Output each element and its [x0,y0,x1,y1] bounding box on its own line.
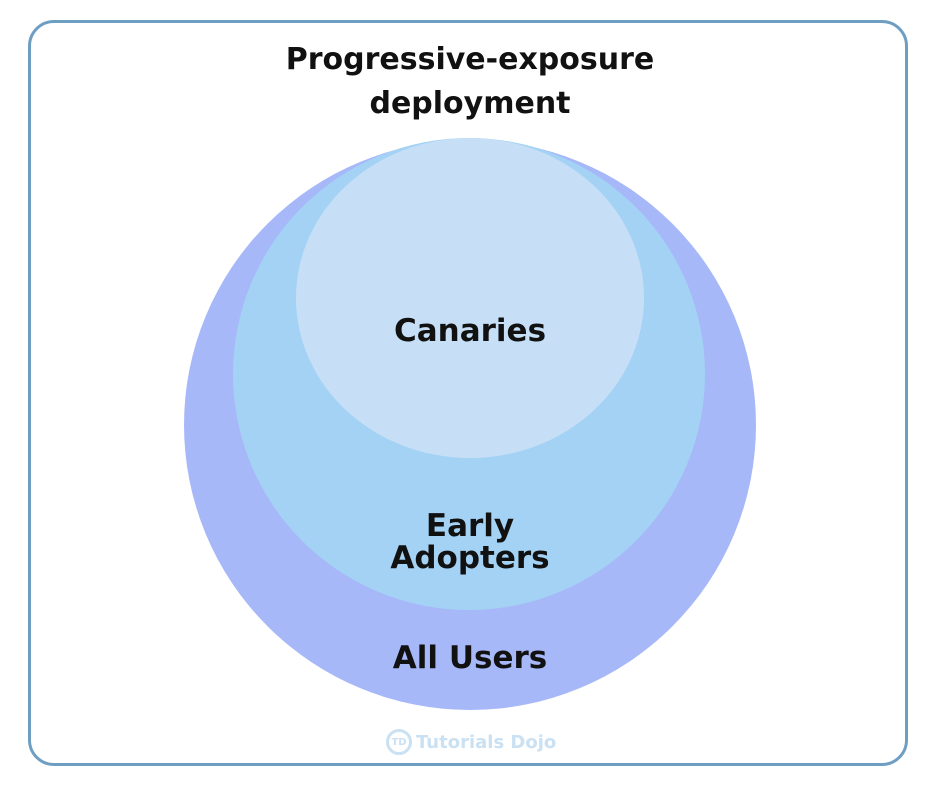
early-adopters-label-line-1: Early [425,508,515,544]
early-adopters-label-line-2: Adopters [390,540,550,576]
canaries-label: Canaries [393,313,547,349]
title-line-1: Progressive-exposure [285,42,655,77]
tutorials-dojo-watermark: TD Tutorials Dojo [386,727,556,757]
watermark-text: Tutorials Dojo [416,731,557,753]
canaries-circle [296,138,644,458]
diagram-title: Progressive-exposure deployment [0,38,940,126]
early-adopters-label: Early Adopters [0,510,940,574]
title-line-2: deployment [369,86,571,121]
td-logo-icon: TD [386,729,412,755]
all-users-label: All Users [392,640,548,676]
